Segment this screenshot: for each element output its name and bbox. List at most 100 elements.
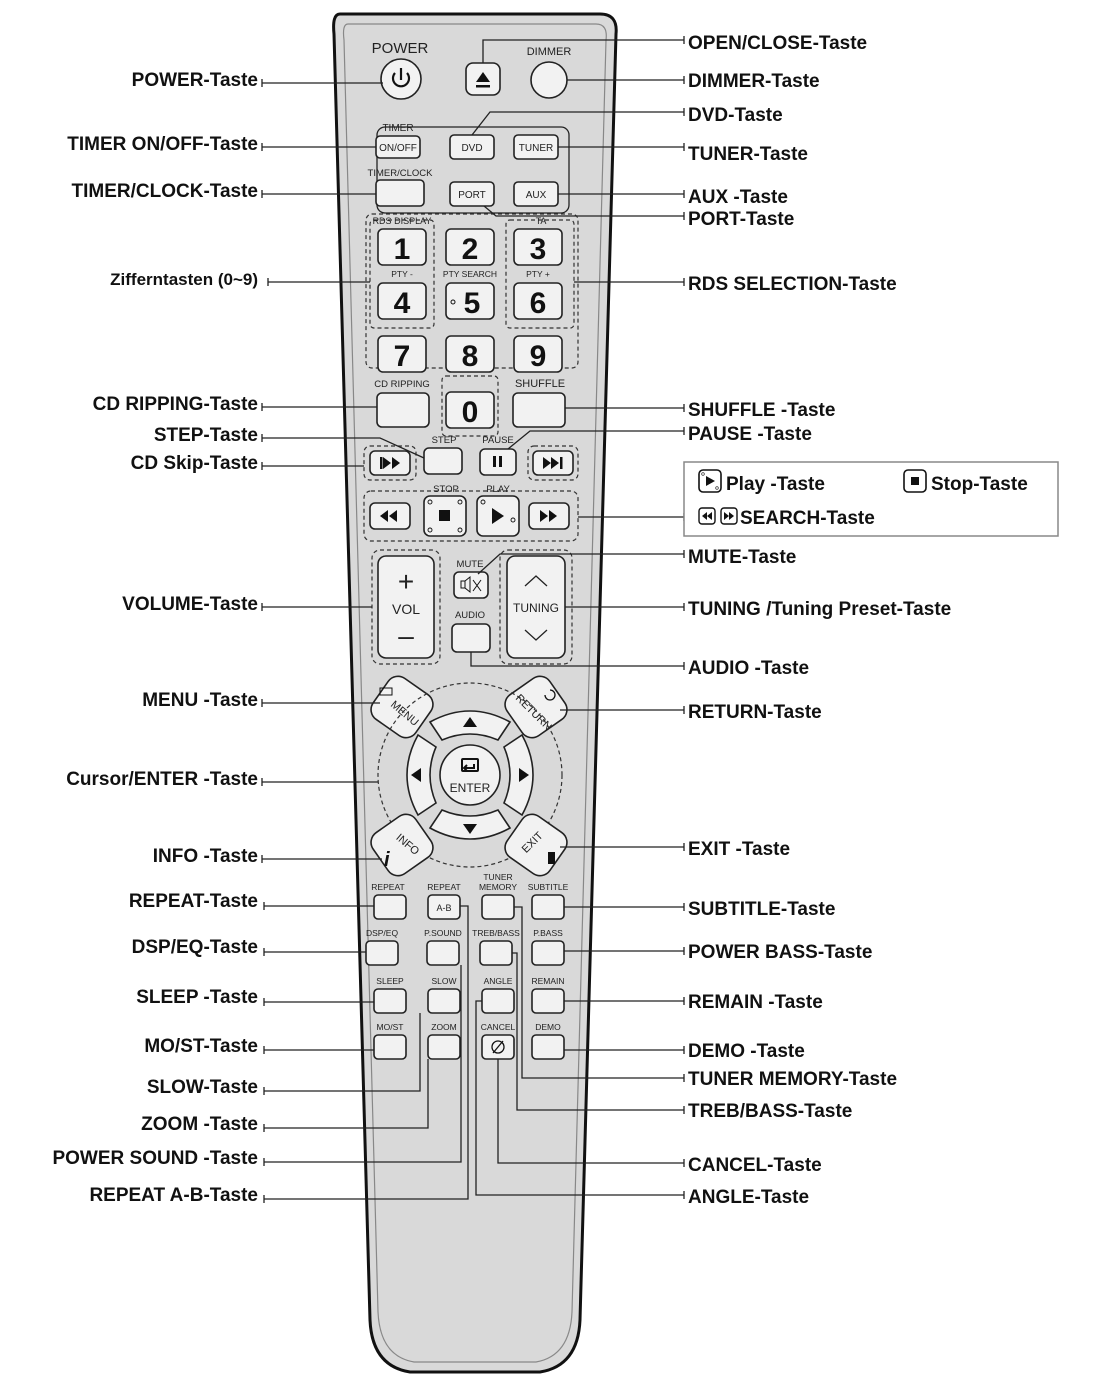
power-text: POWER: [372, 40, 429, 57]
repeat-button[interactable]: [373, 894, 407, 920]
zoom-button[interactable]: [427, 1034, 461, 1060]
sleep-button[interactable]: [373, 988, 407, 1014]
label-dvd: DVD-Taste: [688, 105, 783, 126]
label-menu: MENU -Taste: [142, 690, 258, 711]
label-dsp-eq: DSP/EQ-Taste: [132, 937, 258, 958]
digit-7-button[interactable]: [377, 335, 427, 373]
cursor-right-icon: [519, 768, 529, 782]
dsp-eq-button[interactable]: [365, 940, 399, 966]
rds-display-text: RDS DISPLAY: [373, 216, 432, 226]
tuner-memory-button[interactable]: [481, 894, 515, 920]
onoff-text: ON/OFF: [379, 143, 417, 154]
timer-clock-button[interactable]: [375, 179, 425, 207]
digit-8-button[interactable]: [445, 335, 495, 373]
cursor-right-button[interactable]: [503, 733, 534, 817]
label-slow: SLOW-Taste: [147, 1077, 258, 1098]
label-tuning: TUNING /Tuning Preset-Taste: [688, 599, 951, 620]
cursor-left-button[interactable]: [406, 733, 437, 817]
angle-text: ANGLE: [484, 976, 513, 986]
mute-button[interactable]: [453, 571, 489, 599]
stop-corner-dots: [427, 499, 463, 533]
cd-ripping-button[interactable]: [376, 392, 430, 428]
digit-4-text: 4: [394, 287, 411, 320]
repeat-ab-button[interactable]: [427, 894, 461, 920]
tuner-text: TUNER: [519, 143, 553, 154]
angle-button[interactable]: [481, 988, 515, 1014]
subtitle-button[interactable]: [531, 894, 565, 920]
digit-6-button[interactable]: [513, 282, 563, 320]
timer-clock-text: TIMER/CLOCK: [368, 168, 434, 179]
digit-9-button[interactable]: [513, 335, 563, 373]
exit-button[interactable]: EXIT: [500, 810, 571, 881]
mo-st-button[interactable]: [373, 1034, 407, 1060]
digit-0-button[interactable]: [445, 391, 495, 429]
port-text: PORT: [458, 190, 486, 201]
timer-text: TIMER: [382, 123, 413, 134]
port-button[interactable]: [449, 181, 495, 207]
return-button[interactable]: RETURN: [500, 672, 571, 743]
shuffle-button[interactable]: [512, 392, 566, 428]
step-button[interactable]: [423, 447, 463, 475]
label-power-bass: POWER BASS-Taste: [688, 942, 872, 963]
label-dimmer: DIMMER-Taste: [688, 71, 820, 92]
pty-plus-text: PTY +: [526, 269, 550, 279]
cursor-dashed-ring: [377, 682, 563, 868]
remain-button[interactable]: [531, 988, 565, 1014]
power-icon: [391, 68, 411, 88]
enter-button[interactable]: [439, 744, 501, 806]
pty-minus-text: PTY -: [391, 269, 413, 279]
legend-box: Play -Taste Stop-Taste SEARCH-Taste: [683, 461, 1059, 537]
enter-icon: [461, 758, 479, 772]
label-subtitle: SUBTITLE-Taste: [688, 899, 835, 920]
pause-button[interactable]: [479, 448, 517, 476]
tuning-down-icon: [524, 629, 548, 641]
info-button[interactable]: INFO i: [366, 810, 437, 881]
vol-text: VOL: [392, 601, 420, 617]
subtitle-text: SUBTITLE: [528, 882, 569, 892]
vol-plus-text: +: [398, 566, 414, 597]
skip-left-dashed: [363, 445, 417, 481]
remain-text: REMAIN: [531, 976, 564, 986]
digit-9-text: 9: [530, 340, 547, 373]
digit-1-button[interactable]: [377, 228, 427, 266]
info-i-text: i: [384, 849, 390, 871]
digit-3-button[interactable]: [513, 228, 563, 266]
sleep-text: SLEEP: [376, 976, 404, 986]
vol-minus-text: –: [398, 620, 414, 651]
cursor-down-icon: [463, 824, 477, 834]
menu-button[interactable]: MENU: [366, 672, 437, 743]
digit-8-text: 8: [462, 340, 479, 373]
aux-text: AUX: [526, 190, 547, 201]
enter-text: ENTER: [450, 781, 491, 795]
cancel-text: CANCEL: [481, 1022, 516, 1032]
digit-2-button[interactable]: [445, 228, 495, 266]
power-bass-button[interactable]: [531, 940, 565, 966]
slow-button[interactable]: [427, 988, 461, 1014]
dimmer-button[interactable]: [530, 61, 568, 99]
demo-button[interactable]: [531, 1034, 565, 1060]
digit-4-button[interactable]: [377, 282, 427, 320]
dimmer-text: DIMMER: [527, 46, 572, 58]
digit-0-text: 0: [462, 396, 479, 429]
audio-button[interactable]: [451, 623, 491, 653]
digit-5-text: 5: [464, 287, 481, 320]
legend-stop-text: Stop-Taste: [931, 474, 1028, 495]
label-sleep: SLEEP -Taste: [136, 987, 258, 1008]
treb-bass-button[interactable]: [479, 940, 513, 966]
legend-play-text: Play -Taste: [726, 474, 825, 495]
label-exit: EXIT -Taste: [688, 839, 790, 860]
slow-text: SLOW: [431, 976, 456, 986]
audio-text: AUDIO: [455, 610, 485, 621]
transport-dashed-frame: [363, 490, 579, 542]
digit-2-text: 2: [462, 233, 479, 266]
tuning-dashed-frame: [499, 549, 573, 665]
digit-5-button[interactable]: [445, 282, 495, 320]
volume-rocker[interactable]: [377, 555, 435, 659]
ab-text: A-B: [436, 903, 451, 913]
label-return: RETURN-Taste: [688, 702, 822, 723]
power-sound-button[interactable]: [426, 940, 460, 966]
play-icon: [492, 508, 504, 524]
stop-text: STOP: [433, 484, 459, 495]
